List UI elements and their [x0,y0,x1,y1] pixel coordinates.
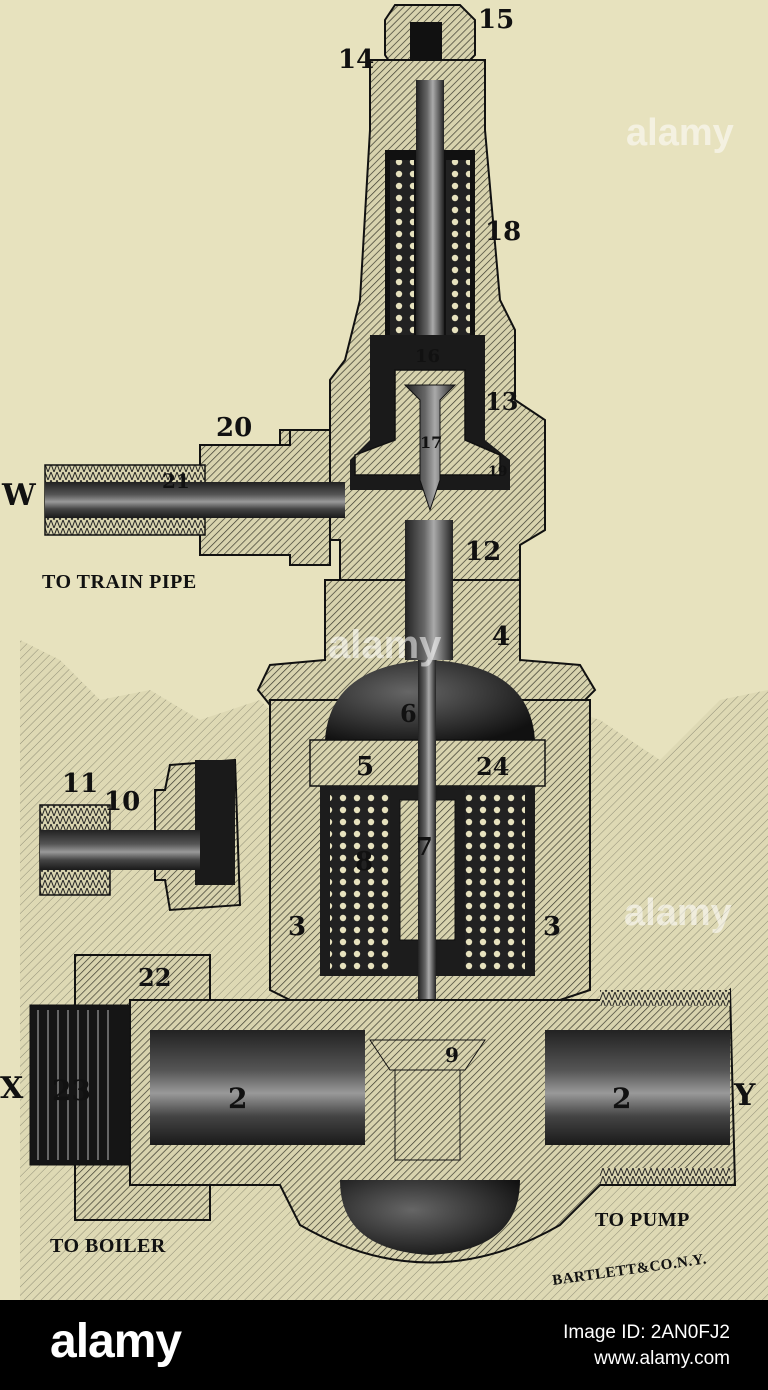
alamy-logo[interactable]: alamy [50,1315,182,1368]
label-19: 19 [488,464,507,480]
label-W: W [1,478,37,513]
bore-left-2 [150,1030,365,1145]
spring-18-left [390,160,414,340]
thread-ribs [37,1010,109,1160]
spring-rod [416,80,444,350]
boiler-thread-23 [29,1004,131,1166]
label-17: 17 [420,433,442,452]
label-4: 4 [492,622,510,652]
label-16: 16 [415,346,440,367]
label-2-right: 2 [612,1082,631,1115]
label-10: 10 [104,787,140,817]
bore-right-2 [545,1030,730,1145]
label-21: 21 [162,469,190,493]
valve-17 [403,384,457,512]
image-id-text: Image ID: 2AN0FJ2 [563,1322,730,1343]
stock-footer-bar: alamy Image ID: 2AN0FJ2 www.alamy.com [0,1300,768,1390]
caption-train-pipe: TO TRAIN PIPE [42,571,197,593]
label-8: 8 [355,847,373,877]
label-24: 24 [476,752,509,781]
train-pipe-bore [45,482,345,518]
watermark: alamy [624,892,732,934]
label-3-left: 3 [288,912,306,942]
caption-boiler: TO BOILER [50,1235,166,1257]
label-3-right: 3 [543,912,561,942]
label-2-left: 2 [228,1082,247,1115]
label-18: 18 [485,217,521,247]
spring-8-left [330,790,390,970]
label-14: 14 [338,45,374,75]
label-13: 13 [485,387,518,416]
stem-shaft [405,520,453,660]
label-22: 22 [138,963,171,992]
pump-thread-bottom [600,1168,730,1184]
image-info: Image ID: 2AN0FJ2 www.alamy.com [563,1320,730,1372]
label-7: 7 [416,832,433,861]
spring-18-right [446,160,470,340]
label-23: 23 [52,1074,91,1107]
spring-8-right [465,790,525,970]
label-12: 12 [465,537,501,567]
pump-thread [600,990,730,1006]
label-20: 20 [216,413,252,443]
valve-seat-9 [369,1039,486,1071]
engraving-plate: 15 14 18 16 13 20 17 19 21 W 12 TO TRAIN… [0,0,768,1300]
watermark: alamy [328,623,442,667]
site-link[interactable]: www.alamy.com [594,1348,730,1369]
label-6: 6 [400,699,417,728]
watermark: alamy [626,112,734,154]
label-X: X [0,1071,24,1106]
valve-stem-lower [394,1069,461,1161]
auxiliary-fitting [39,758,242,912]
valve-section-diagram: 15 14 18 16 13 20 17 19 21 W 12 TO TRAIN… [0,4,768,1300]
label-5: 5 [356,752,374,782]
label-15: 15 [478,5,514,35]
bottom-cap [340,1180,520,1255]
label-11: 11 [62,769,98,799]
label-Y: Y [733,1078,756,1113]
label-9: 9 [445,1043,459,1067]
caption-pump: TO PUMP [595,1209,690,1231]
